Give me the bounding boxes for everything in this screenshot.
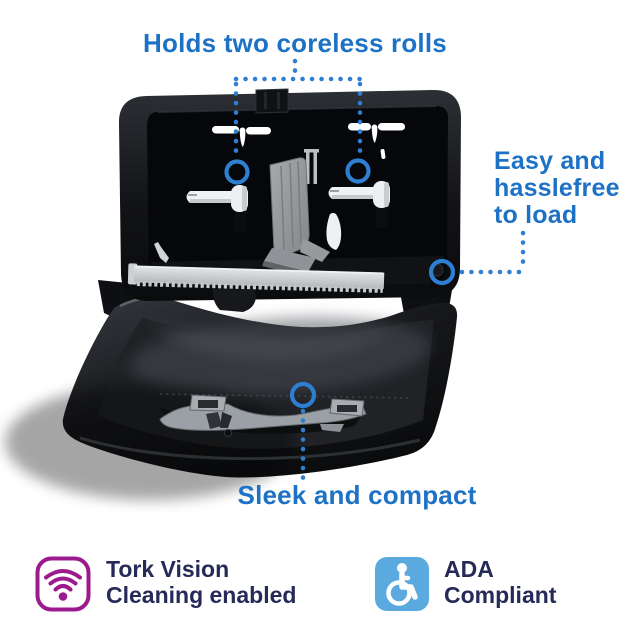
badge-line: Cleaning enabled xyxy=(106,582,297,608)
callout-line: hasslefree xyxy=(494,174,620,202)
callout-sleek-compact: Sleek and compact xyxy=(237,480,477,510)
callout-ring-left-roll xyxy=(224,159,250,185)
release-lever xyxy=(326,213,342,250)
cover-latch xyxy=(159,394,367,434)
cover-screw-hole xyxy=(224,429,232,437)
center-flap xyxy=(212,289,256,312)
callout-line: Easy and xyxy=(494,147,606,175)
center-slot xyxy=(304,149,319,184)
callout-ring-right-roll xyxy=(345,158,371,184)
callout-line: to load xyxy=(494,201,578,229)
wheelchair-icon xyxy=(375,557,429,611)
badge-line: ADA xyxy=(444,556,494,582)
badge-line: Compliant xyxy=(444,582,557,608)
roll-spindle-right xyxy=(328,181,390,228)
callout-connectors xyxy=(224,58,526,484)
dispenser-housing xyxy=(118,88,461,312)
dispenser-cover xyxy=(5,296,458,500)
wifi-icon xyxy=(35,556,91,612)
callout-ring-latch xyxy=(289,381,317,409)
tork-vision-badge-label: Tork Vision Cleaning enabled xyxy=(106,556,296,608)
callout-easy-to-load: Easy and hasslefree to load xyxy=(494,148,634,229)
ada-badge-label: ADA Compliant xyxy=(444,556,556,608)
tear-bar xyxy=(127,263,385,296)
mounting-keyholes xyxy=(212,123,405,159)
callout-holds-two-rolls: Holds two coreless rolls xyxy=(143,28,447,58)
badge-line: Tork Vision xyxy=(106,556,230,582)
callout-ring-side-button xyxy=(428,258,456,286)
roll-spindle-left xyxy=(186,185,248,232)
